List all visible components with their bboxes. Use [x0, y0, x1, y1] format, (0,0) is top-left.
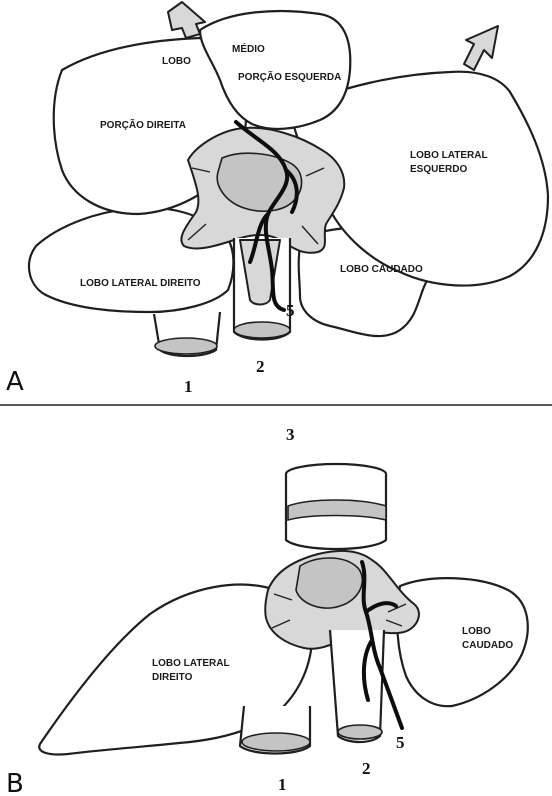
vessel-cylinder-1 — [154, 312, 220, 356]
label-porcao-direita: PORÇÃO DIREITA — [100, 118, 186, 131]
number-5-a: 5 — [286, 301, 295, 320]
panel-letter-a: A — [6, 367, 24, 397]
number-5-b: 5 — [396, 733, 405, 752]
number-1-a: 1 — [184, 377, 193, 396]
number-3-b: 3 — [286, 425, 295, 444]
panel-a: LOBO MÉDIO PORÇÃO ESQUERDA PORÇÃO DIREIT… — [6, 2, 548, 397]
label-b-lobo-lateral-1: LOBO LATERAL — [152, 658, 230, 669]
panel-letter-b: B — [6, 769, 24, 796]
number-1-b: 1 — [278, 775, 287, 794]
vessel-cylinder-2-b — [330, 630, 384, 742]
label-medio: MÉDIO — [232, 42, 265, 55]
label-lobo-lateral-direito: LOBO LATERAL DIREITO — [80, 278, 201, 289]
panel-b: 3 LOBO LATERAL DIREITO LOBO — [6, 425, 528, 796]
label-porcao-esquerda: PORÇÃO ESQUERDA — [238, 70, 341, 83]
label-lobo-caudado: LOBO CAUDADO — [340, 264, 423, 275]
label-b-lobo-caudado-2: CAUDADO — [462, 640, 513, 651]
number-2-a: 2 — [256, 357, 265, 376]
vessel-cylinder-2 — [234, 238, 290, 340]
number-2-b: 2 — [362, 759, 371, 778]
arrow-icon-right — [464, 26, 498, 70]
label-lobo: LOBO — [162, 56, 191, 67]
label-lobo-lateral-esquerdo-1: LOBO LATERAL — [410, 150, 488, 161]
label-lobo-lateral-esquerdo-2: ESQUERDO — [410, 164, 467, 175]
vena-cava-tube — [286, 464, 386, 549]
label-b-lobo-lateral-2: DIREITO — [152, 672, 193, 683]
vessel-cylinder-1-b — [240, 706, 310, 754]
label-b-lobo-caudado-1: LOBO — [462, 626, 491, 637]
